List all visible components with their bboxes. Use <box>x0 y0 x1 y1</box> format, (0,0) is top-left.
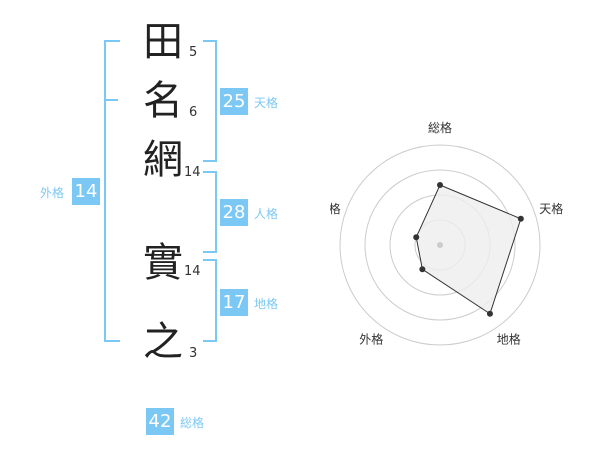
radar-points <box>413 182 524 317</box>
stroke-count-5: 3 <box>189 346 198 361</box>
name-char-3: 網 <box>143 137 183 183</box>
radar-point-5 <box>413 234 420 241</box>
tenkaku-bracket <box>203 40 217 162</box>
jinkaku-bracket <box>203 171 217 253</box>
radar-ring-3 <box>364 169 516 321</box>
radar-point-1 <box>437 182 443 188</box>
chikaku-bracket <box>203 259 217 342</box>
radar-point-4 <box>419 266 426 273</box>
jinkaku-value: 28 <box>220 199 248 226</box>
radar-axis-label-3: 地格 <box>497 332 521 347</box>
name-char-1: 田 <box>143 19 183 65</box>
gaikaku-label: 外格 <box>40 186 65 200</box>
soukaku-value: 42 <box>146 408 174 435</box>
radar-axis-label-4: 外格 <box>359 332 383 347</box>
radar-center-dot <box>437 242 443 248</box>
name-char-2: 名 <box>143 78 183 124</box>
jinkaku-label: 人格 <box>254 207 279 221</box>
stroke-count-2: 6 <box>189 105 198 120</box>
radar-axis-label-5: 人格 <box>330 201 341 216</box>
chikaku-value: 17 <box>220 289 248 316</box>
gaikaku-bracket <box>104 40 120 342</box>
radar-polygon <box>415 184 522 315</box>
name-char-4: 實 <box>143 240 183 286</box>
chikaku-label: 地格 <box>254 297 279 311</box>
radar-ring-4 <box>339 144 541 346</box>
radar-point-3 <box>486 310 493 317</box>
radar-axis-label-2: 天格 <box>539 201 563 216</box>
radar-point-2 <box>517 215 524 222</box>
stroke-count-3: 14 <box>184 165 201 180</box>
name-char-5: 之 <box>143 319 183 365</box>
gaikaku-bracket-tick <box>104 99 118 101</box>
gaikaku-value: 14 <box>72 178 100 205</box>
stroke-count-1: 5 <box>189 45 198 60</box>
tenkaku-value: 25 <box>220 88 248 115</box>
stroke-count-4: 14 <box>184 264 201 279</box>
tenkaku-label: 天格 <box>254 96 279 110</box>
soukaku-label: 総格 <box>180 416 205 430</box>
radar-axis-label-1: 総格 <box>428 120 452 135</box>
